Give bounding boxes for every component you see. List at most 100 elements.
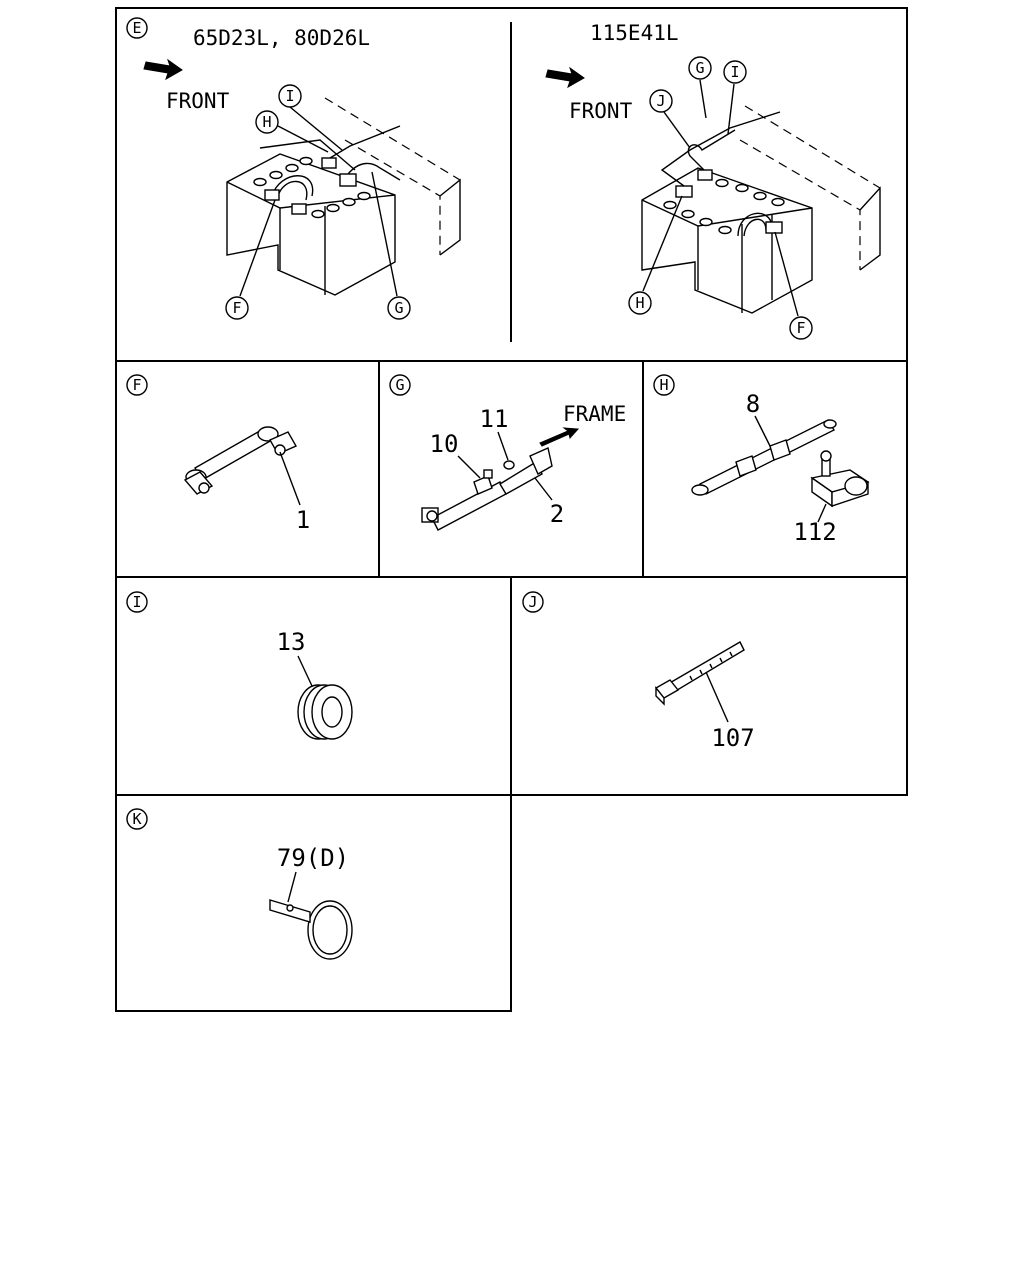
- callout-g-label: G: [394, 299, 403, 317]
- part-2-label: 2: [550, 500, 564, 528]
- panel-k-frame: [115, 794, 512, 1012]
- battery-caps: [253, 156, 371, 219]
- panel-k-badge: [126, 808, 148, 830]
- callout-leader: [371, 171, 398, 297]
- callout-leader: [277, 125, 329, 153]
- callout-i-badge: [723, 60, 747, 84]
- frame-rail-line: [324, 97, 461, 181]
- battery-cable: [660, 111, 781, 187]
- battery-cable-part: [691, 419, 837, 496]
- frame-arrow-icon: [539, 427, 580, 447]
- connector-cable: [737, 212, 773, 237]
- panel-g: G FRAME 10 11 2: [389, 374, 626, 531]
- part-11-label: 11: [480, 405, 509, 433]
- callout-g-badge: [387, 296, 411, 320]
- part-112-leader: [817, 503, 827, 523]
- frame-rail-end: [859, 186, 881, 271]
- part-10-leader: [457, 455, 481, 479]
- callout-leader: [642, 195, 683, 292]
- callout-h-badge: [628, 291, 652, 315]
- callout-leader: [289, 106, 343, 151]
- part-79-label: 79(D): [277, 844, 349, 872]
- panel-frames: [115, 7, 908, 1012]
- panel-e-letter: E: [132, 19, 141, 37]
- right-model-label: 115E41L: [590, 21, 679, 45]
- panel-e-badge: [126, 17, 148, 39]
- callout-j-badge: [649, 89, 673, 113]
- part-1-leader: [279, 451, 301, 506]
- battery-body: [641, 167, 813, 314]
- part-79-leader: [287, 871, 297, 903]
- left-model-label: 65D23L, 80D26L: [193, 26, 370, 50]
- panel-i-letter: I: [132, 593, 141, 611]
- part-8-leader: [754, 415, 771, 447]
- callout-h-badge: [255, 110, 279, 134]
- panel-k-letter: K: [132, 810, 141, 828]
- panel-h-letter: H: [659, 376, 668, 394]
- callout-f-label: F: [232, 299, 241, 317]
- part-1-label: 1: [296, 506, 310, 534]
- callout-j-label: J: [656, 92, 665, 110]
- callout-leader: [239, 199, 276, 297]
- ground-cable-part: [421, 447, 553, 531]
- cable-clip-part: [269, 899, 353, 960]
- part-10-label: 10: [430, 430, 459, 458]
- connector-cable: [277, 180, 308, 201]
- part-107-label: 107: [711, 724, 754, 752]
- panel-j-frame: [510, 576, 908, 796]
- battery-cable: [329, 125, 401, 159]
- terminal-clamp: [697, 169, 713, 181]
- panel-i: I 13: [126, 591, 353, 740]
- terminal-clamp: [264, 189, 280, 201]
- frame-rail-line: [744, 105, 881, 189]
- ground-cable: [687, 129, 736, 171]
- part-13-leader: [297, 655, 313, 687]
- front-arrow-icon: [143, 58, 183, 81]
- callout-f-badge: [789, 316, 813, 340]
- panel-g-letter: G: [395, 376, 404, 394]
- terminal-clamp: [339, 173, 357, 187]
- battery-top-edge: [259, 139, 356, 171]
- panel-e: E 65D23L, 80D26L FRONT: [126, 17, 881, 340]
- callout-g-badge: [688, 56, 712, 80]
- panel-h-badge: [653, 374, 675, 396]
- battery-edge: [279, 206, 326, 295]
- terminal-clamp: [291, 203, 307, 215]
- frame-label: FRAME: [563, 402, 626, 426]
- front-arrow-icon: [545, 66, 585, 89]
- callout-g-label: G: [695, 59, 704, 77]
- part-11-leader: [497, 431, 509, 461]
- grommet-part: [297, 684, 353, 740]
- terminal-clamp-part: [810, 450, 870, 508]
- callout-leader: [727, 83, 735, 135]
- part-8-label: 8: [746, 390, 760, 418]
- panel-g-badge: [389, 374, 411, 396]
- right-front-label: FRONT: [569, 99, 633, 123]
- panel-j: J 107: [522, 591, 755, 752]
- callout-i-label: I: [730, 63, 739, 81]
- panel-f-letter: F: [132, 376, 141, 394]
- panel-e-left: 65D23L, 80D26L FRONT: [143, 26, 461, 320]
- panel-h: H 8 112: [653, 374, 870, 546]
- part-107-leader: [705, 671, 729, 723]
- callout-f-label: F: [796, 319, 805, 337]
- cable-tie-teeth: [689, 651, 733, 681]
- part-2-leader: [534, 477, 553, 501]
- ground-cable: [347, 162, 401, 181]
- panel-j-badge: [522, 591, 544, 613]
- battery-body: [226, 153, 396, 296]
- panel-h-frame: [642, 360, 908, 578]
- battery-connector-cable-part: [183, 426, 297, 495]
- panel-f-badge: [126, 374, 148, 396]
- terminal-clamp: [321, 157, 337, 169]
- callout-i-label: I: [285, 87, 294, 105]
- callout-leader: [774, 231, 799, 317]
- battery-caps: [663, 178, 785, 235]
- part-112-label: 112: [793, 518, 836, 546]
- terminal-clamp: [765, 221, 783, 234]
- callout-i-badge: [278, 84, 302, 108]
- part-13-label: 13: [277, 628, 306, 656]
- callout-f-badge: [225, 296, 249, 320]
- panel-e-right: 115E41L FRONT G: [545, 21, 881, 340]
